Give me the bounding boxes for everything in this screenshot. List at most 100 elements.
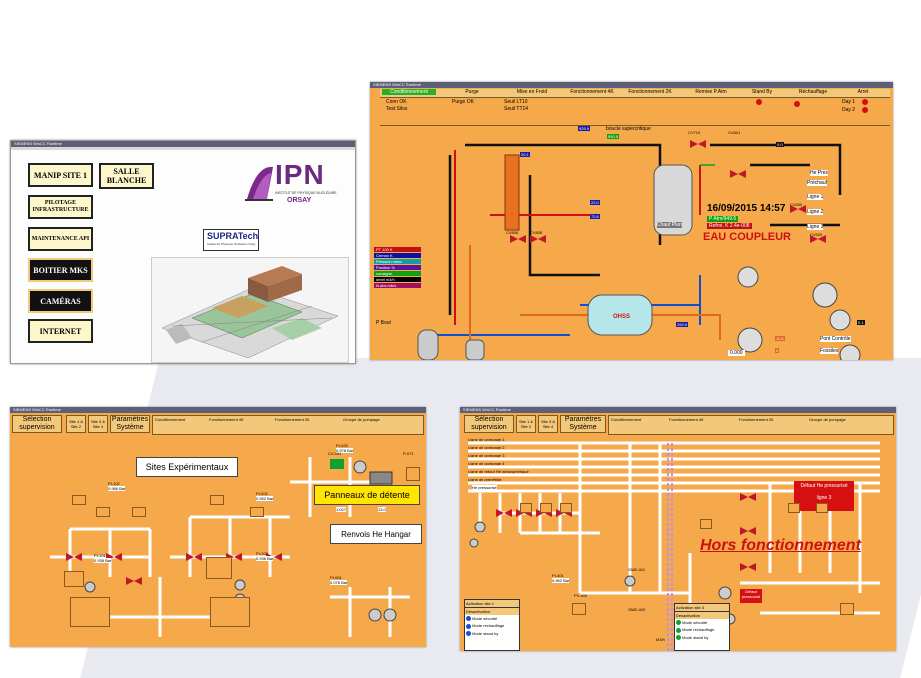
pressure-value: 0.078 Bar [330, 580, 348, 585]
mode-row[interactable]: Mode sécurité [465, 615, 519, 622]
valve-tag[interactable]: CV806 [506, 230, 519, 235]
label-seuil-tt14: Seuil TT14 [504, 106, 529, 112]
device-box[interactable] [406, 467, 420, 481]
pressure-label: PI-202 [256, 491, 268, 496]
header-conditionnement[interactable]: Conditionnement [382, 89, 436, 95]
valve-tag[interactable]: CV920 [810, 232, 823, 237]
bottom-value: 0.000 [728, 350, 745, 356]
desactivation-label[interactable]: Désactivation [675, 611, 729, 619]
device-box[interactable] [210, 597, 250, 627]
device-box[interactable] [700, 519, 712, 529]
mode-indicator [466, 631, 471, 637]
signal-legend: PT 100 K Cernox K Pression mbar Position… [374, 247, 424, 297]
device-box[interactable] [572, 603, 586, 615]
mode-row[interactable]: Mode sécurité [675, 619, 729, 626]
mode-row[interactable]: Mode stand by [465, 630, 519, 637]
activation-label[interactable]: Activation site 1 [465, 600, 519, 607]
valve-tag[interactable]: CV801 [728, 130, 741, 135]
pumping-line-label: Ligne de pompage 2 [468, 445, 505, 450]
desactivation-label[interactable]: Désactivation [465, 607, 519, 615]
header-mise-en-froid[interactable]: Mise en Froid [516, 89, 548, 95]
pressure-value: 13.0 [378, 507, 386, 512]
valve-tag[interactable]: CV830 [790, 202, 803, 207]
pressure-label: PI-025 [336, 443, 348, 448]
valve-tag[interactable]: CV808 [530, 230, 543, 235]
legend-pt100: PT 100 K [374, 247, 421, 252]
device-box[interactable] [250, 507, 264, 517]
header-arret[interactable]: Arret [857, 89, 869, 95]
device-box[interactable] [788, 503, 800, 513]
header-stand-by[interactable]: Stand By [751, 89, 773, 95]
header-purge[interactable]: Purge [465, 89, 479, 95]
device-box[interactable] [210, 495, 224, 505]
header-fonct-2k[interactable]: Fonctionnement 2K [628, 89, 672, 95]
device-box[interactable] [132, 507, 146, 517]
ipn-logo-text: IPN [275, 159, 325, 190]
device-box[interactable] [816, 503, 828, 513]
mode-row[interactable]: Mode réchauffage [465, 622, 519, 629]
hors-pipe-diagram [468, 441, 880, 651]
pressure-value: 0.986 Bar [108, 486, 126, 491]
header-fonct-4k[interactable]: Fonctionnement 4K [669, 417, 704, 422]
device-box[interactable] [206, 557, 232, 579]
ipn-orsay: ORSAY [287, 197, 312, 204]
nav-cameras[interactable]: CAMÉRAS [28, 289, 93, 313]
ipn-logo: IPN INSTITUT DE PHYSIQUE NUCLÉAIRE ORSAY [243, 159, 343, 213]
header-rechauffage[interactable]: Réchauffage [798, 89, 828, 95]
value-box: 11.5 [775, 336, 785, 341]
mode-row[interactable]: Mode stand by [675, 634, 729, 641]
alarm-text: Défaut He pressurisé [800, 483, 848, 489]
header-pompage[interactable]: Groupe de pompage [809, 417, 846, 422]
header-remise-patm[interactable]: Remise P.Atm [695, 89, 727, 95]
label-p-bout: P Bout [376, 320, 391, 326]
screenshot-ipn-menu: SIEMENS WinCC Runtime MANIP SITE 1 SALLE… [10, 140, 356, 364]
mode-row[interactable]: Mode réchauffage [675, 626, 729, 633]
header-fonct-4k[interactable]: Fonctionnement 4K [570, 89, 614, 95]
refroid-value: Refroi. K 2.4e-008 [707, 223, 752, 229]
line-label-3: Ligne 3 [807, 224, 824, 230]
nav-salle-blanche[interactable]: SALLE BLANCHE [99, 163, 154, 189]
value-box: 72.6 [590, 214, 600, 219]
equipment-tag[interactable]: CV-001 [328, 451, 342, 456]
activation-label[interactable]: Activation site 3 [675, 604, 729, 611]
header-fonct-2k[interactable]: Fonctionnement 2K [275, 417, 310, 422]
nav-internet[interactable]: INTERNET [28, 319, 93, 343]
pumping-line-label: He pressurisé [472, 485, 497, 490]
pumping-line-label: Ligne de pompage 4 [468, 461, 505, 466]
device-box[interactable] [840, 603, 854, 615]
nav-pilotage-infrastructure[interactable]: PILOTAGE INFRASTRUCTURE [28, 195, 93, 219]
equipment-tag[interactable]: P-071 [403, 451, 414, 456]
site-1-2-button[interactable]: Site 1 & Site 2 [516, 415, 536, 433]
device-box[interactable] [70, 597, 110, 627]
right-label-fossiles: Fossiles [820, 348, 839, 354]
site-3-4-button[interactable]: Site 3 & Site 4 [538, 415, 558, 433]
device-box[interactable] [64, 571, 84, 587]
screenshot-hors-fonctionnement: SIEMENS WinCC Runtime Sélection supervis… [460, 407, 896, 651]
valve-tag[interactable]: CV710 [688, 130, 701, 135]
value-box: 22.0 [590, 200, 600, 205]
header-conditionnement[interactable]: Conditionnement [611, 417, 642, 422]
site-3-4-button[interactable]: Site 3 & Site 4 [88, 415, 108, 433]
nav-maintenance-api[interactable]: MAINTENANCE API [28, 227, 93, 251]
header-fonct-4k[interactable]: Fonctionnement 4K [209, 417, 244, 422]
panneaux-detente-callout: Panneaux de détente [314, 485, 420, 505]
device-box[interactable] [520, 503, 532, 513]
nav-manip-site-1[interactable]: MANIP SITE 1 [28, 163, 93, 187]
header-fonct-2k[interactable]: Fonctionnement 2K [739, 417, 774, 422]
device-box[interactable] [540, 503, 552, 513]
device-box[interactable] [96, 507, 110, 517]
nav-boitier-mks[interactable]: BOITIER MKS [28, 258, 93, 282]
patm-value: P Atm/949.6 [707, 216, 739, 222]
gauge-label: PI-401 [552, 573, 564, 578]
parametres-systeme-button[interactable]: Paramètres Système [110, 415, 150, 433]
header-conditionnement[interactable]: Conditionnement [155, 417, 186, 422]
site-1-2-button[interactable]: Site 1 & Site 2 [66, 415, 86, 433]
device-box[interactable] [560, 503, 572, 513]
value-box: 0.1 [857, 320, 865, 325]
device-box[interactable] [72, 495, 86, 505]
header-pompage[interactable]: Groupe de pompage [343, 417, 380, 422]
selection-supervision-button[interactable]: Sélection supervision [12, 415, 62, 433]
legend-debit: debit m3/h [374, 277, 421, 282]
selection-supervision-button[interactable]: Sélection supervision [464, 415, 514, 433]
parametres-systeme-button[interactable]: Paramètres Système [560, 415, 606, 433]
